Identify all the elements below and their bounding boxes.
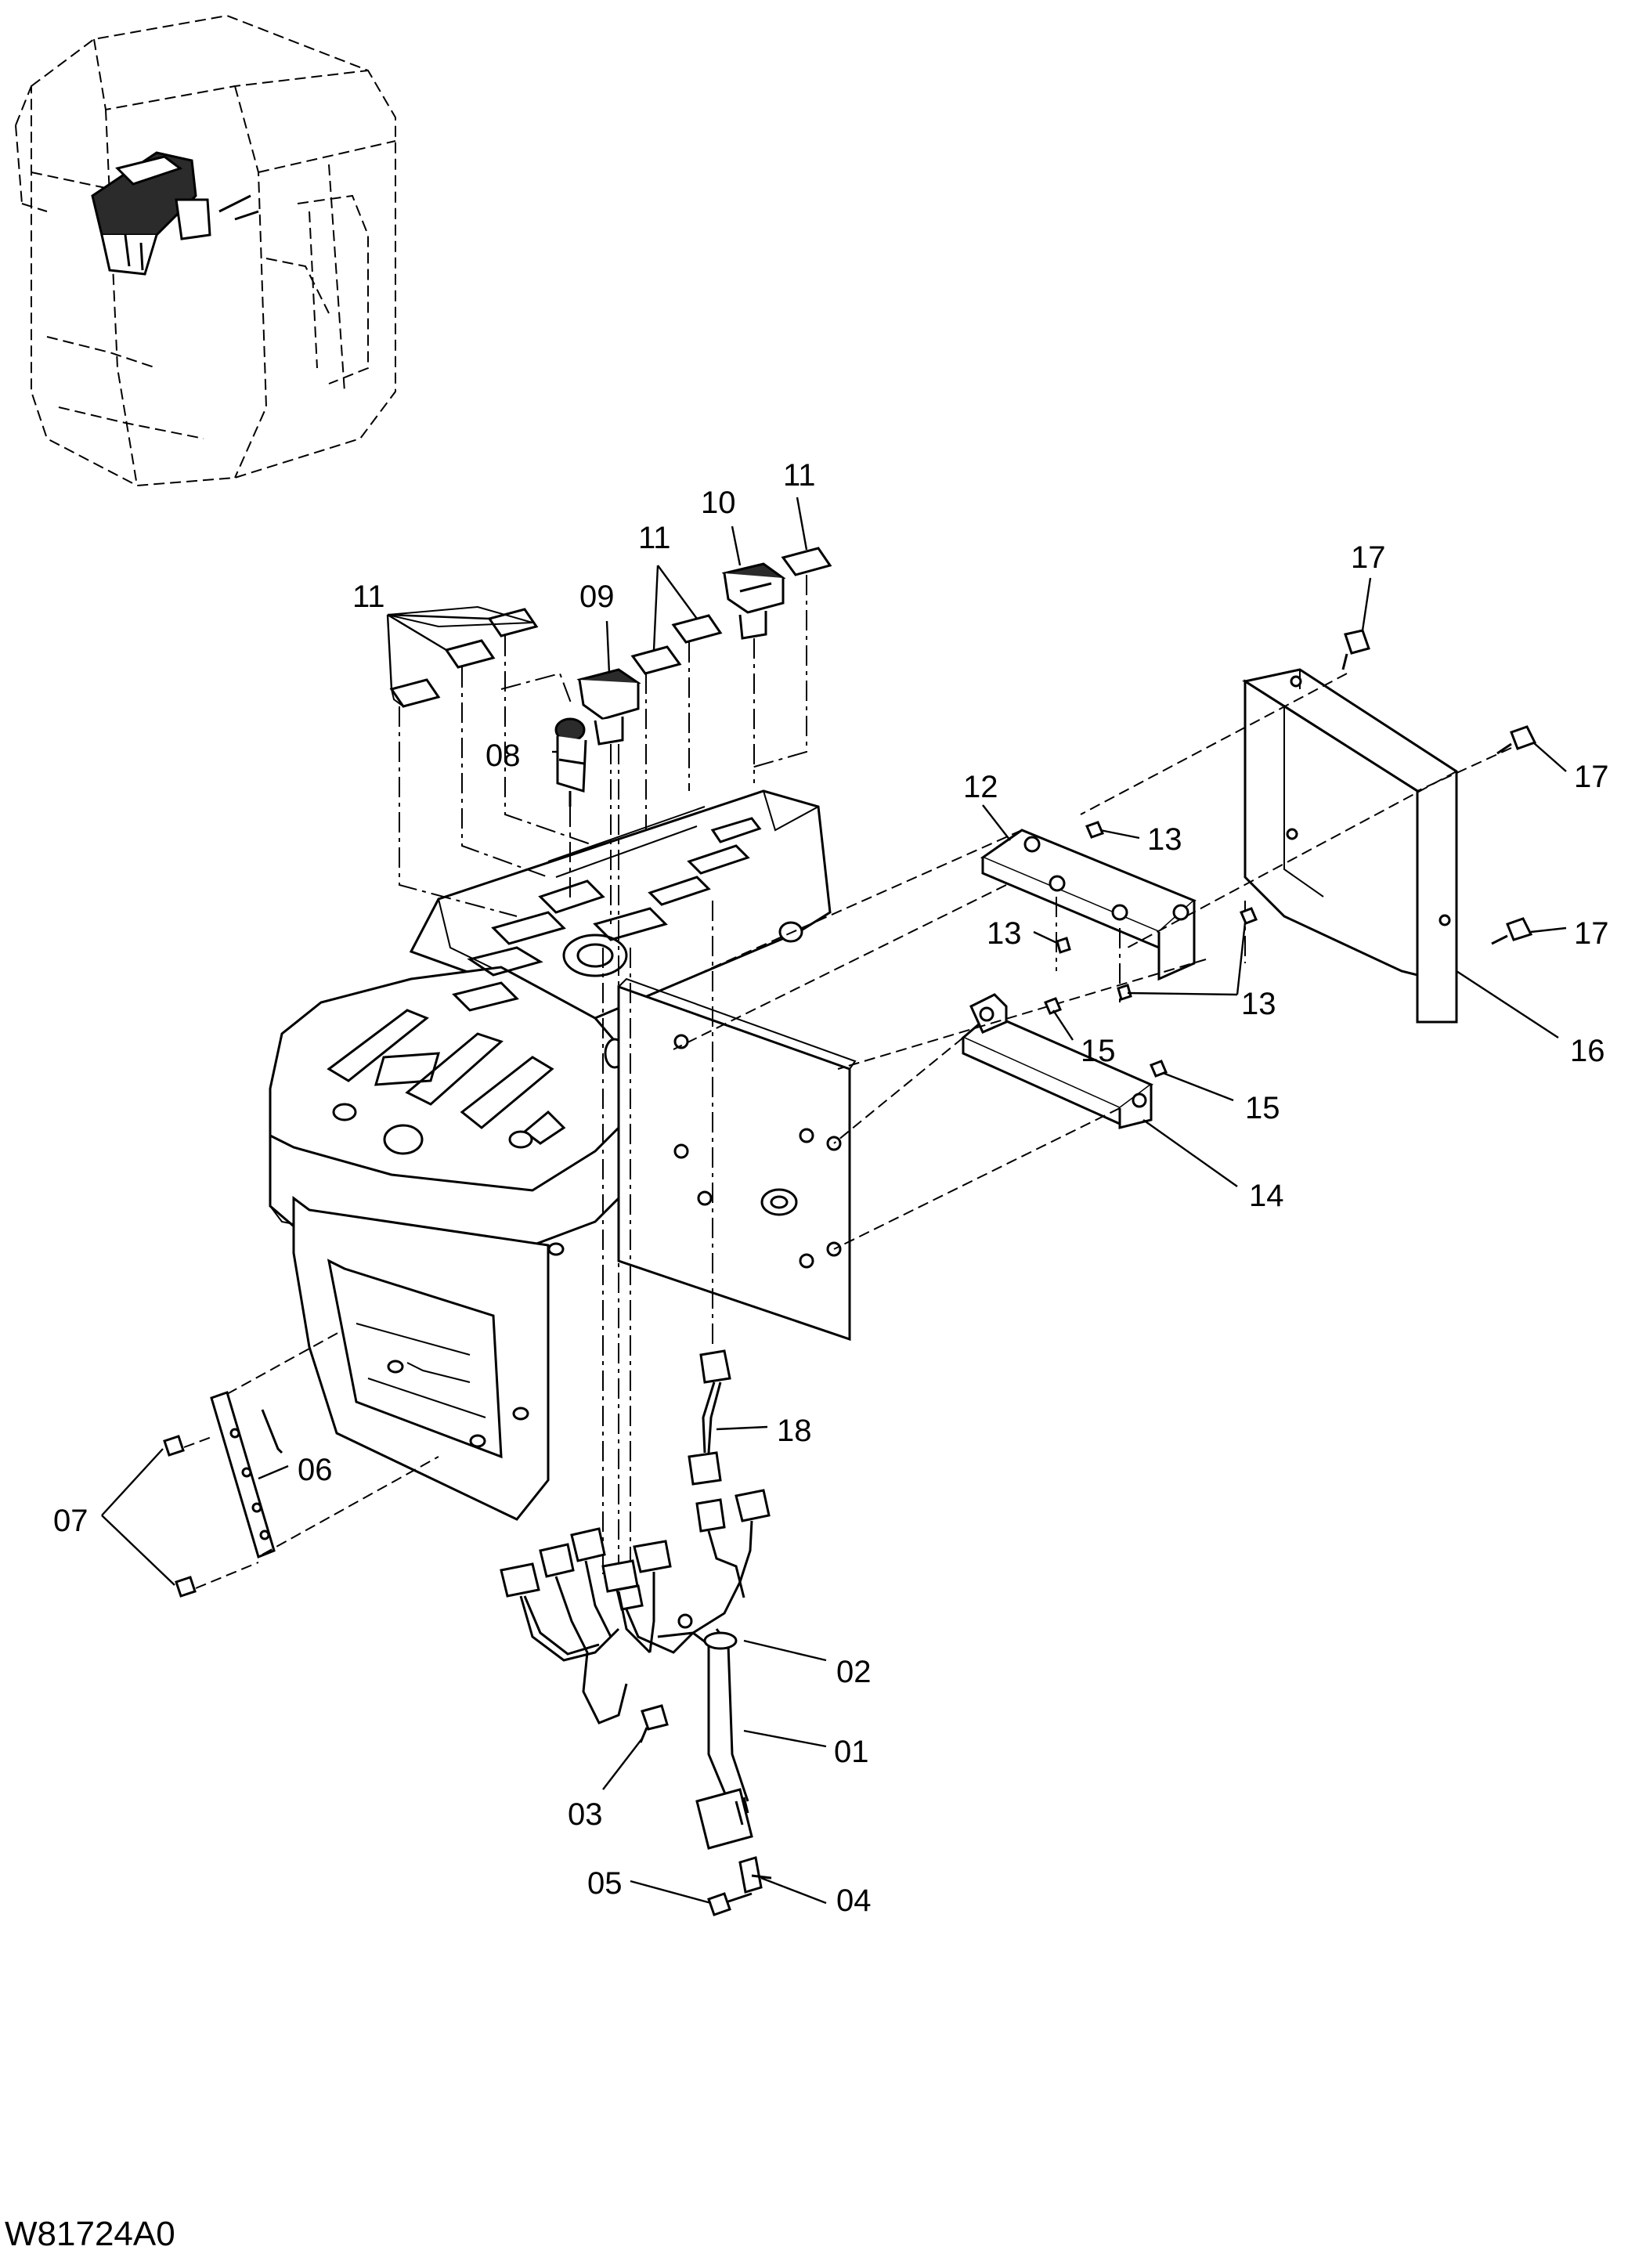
callout-07: 07 xyxy=(53,1504,88,1538)
callout-05: 05 xyxy=(587,1866,623,1901)
callout-15-left: 15 xyxy=(1081,1034,1116,1068)
plate-06 xyxy=(183,1331,439,1589)
bracket-14 xyxy=(961,993,1153,1129)
callout-12: 12 xyxy=(963,770,998,804)
callout-18: 18 xyxy=(777,1414,812,1448)
figure-id: W81724A0 xyxy=(5,2215,175,2253)
callout-14: 14 xyxy=(1249,1179,1284,1213)
leader-lines xyxy=(101,497,1567,1905)
callout-01: 01 xyxy=(834,1735,869,1769)
callout-06: 06 xyxy=(298,1453,333,1487)
callout-10: 10 xyxy=(701,486,736,520)
switch-caps xyxy=(389,547,832,807)
callout-04: 04 xyxy=(836,1883,872,1918)
callout-13-left: 13 xyxy=(987,916,1022,951)
callout-15-right: 15 xyxy=(1245,1091,1280,1125)
callout-13-top: 13 xyxy=(1147,822,1182,857)
wire-harness xyxy=(500,1349,771,1850)
fasteners xyxy=(163,629,1537,1916)
bracket-assembly-lines xyxy=(673,673,1512,1250)
callout-08: 08 xyxy=(485,739,521,773)
callout-11-middle: 11 xyxy=(638,521,671,555)
callout-11-left: 11 xyxy=(352,580,385,614)
callout-labels: 11 10 11 09 11 08 12 13 13 13 15 15 14 1… xyxy=(53,458,1609,1918)
callout-16: 16 xyxy=(1570,1034,1605,1068)
cab-locator-inset xyxy=(15,14,396,487)
callout-17-top: 17 xyxy=(1351,540,1386,575)
callout-09: 09 xyxy=(579,580,615,614)
callout-17-low: 17 xyxy=(1574,916,1609,951)
callout-11-right: 11 xyxy=(783,458,816,493)
callout-03: 03 xyxy=(568,1797,603,1832)
bracket-12 xyxy=(980,829,1197,981)
callout-17-middle: 17 xyxy=(1574,760,1609,794)
callout-02: 02 xyxy=(836,1655,872,1689)
cover-16 xyxy=(1242,668,1458,1024)
callout-13-right: 13 xyxy=(1241,987,1276,1021)
assembly-lines xyxy=(387,575,807,1574)
console-body xyxy=(269,789,857,1521)
